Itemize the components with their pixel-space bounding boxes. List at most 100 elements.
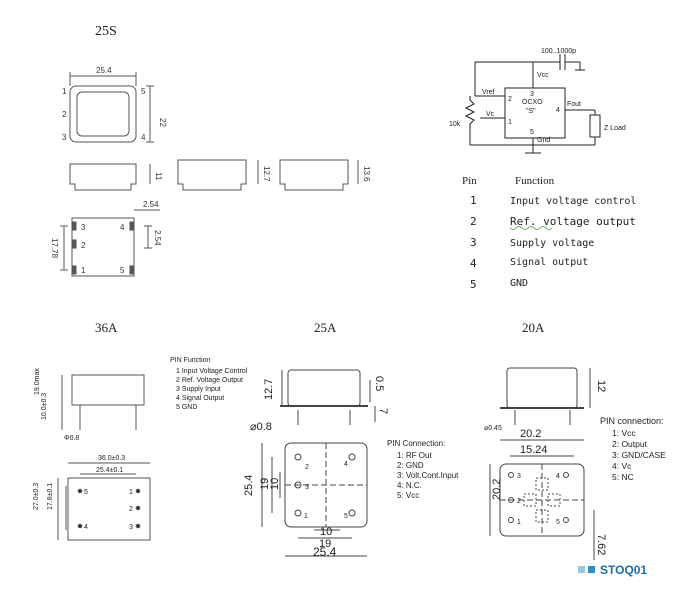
s25-top-view — [69, 72, 154, 143]
s-label: "S" — [526, 108, 536, 115]
a25-pin-3: 3 — [305, 484, 309, 491]
a25-pin-item: 3: Volt.Cont.Input — [397, 471, 459, 480]
s25-top-width: 25.4 — [96, 66, 112, 75]
s25-bottom-pin-4: 4 — [120, 223, 125, 232]
table-row-function: Ref. voltage output — [510, 215, 636, 228]
sch-pin-2: 2 — [508, 96, 512, 103]
s25-bottom-dim-left: 17.78 — [50, 238, 59, 259]
a36-pin-4: 4 — [84, 524, 88, 531]
res-label: 10k — [449, 121, 461, 128]
s25-bottom-dim-right: 2.54 — [153, 230, 162, 246]
s25-bottom-pin-5: 5 — [120, 266, 125, 275]
heading-36a: 36A — [95, 320, 118, 335]
a20-side: 20.2 — [491, 479, 503, 500]
a25-inner1: 19 — [259, 478, 271, 490]
a20-pin-legend: PIN connection: 1: Vcc 2: Output 3: GND/… — [600, 416, 666, 482]
s25-pin-2: 2 — [62, 110, 67, 119]
sch-pin-1: 1 — [508, 119, 512, 126]
a25-pin-legend: PIN Connection: 1: RF Out 2: GND 3: Volt… — [387, 439, 459, 500]
a36-width: 36.0±0.3 — [98, 455, 125, 462]
a25-pin-4: 4 — [344, 461, 348, 468]
table-row-function: Signal output — [510, 257, 588, 268]
a36-pin-1: 1 — [129, 489, 133, 496]
a25-pin-2: 2 — [305, 464, 309, 471]
spellcheck-underline — [509, 226, 553, 230]
sch-pin-5: 5 — [530, 129, 534, 136]
a20-side-view — [500, 367, 591, 425]
table-row-pin: 3 — [470, 236, 477, 249]
a36-pin-dia: Φ0.8 — [64, 435, 79, 442]
s25-side-h1: 11 — [154, 172, 163, 181]
pin-table: Pin Function 1 Input voltage control 2 R… — [462, 175, 636, 291]
a25-dia: ⌀0.8 — [250, 421, 272, 433]
table-row-function: Supply voltage — [510, 238, 594, 249]
a36-inner: 17.8±0.1 — [47, 483, 54, 510]
a25-pin-item: 2: GND — [397, 461, 424, 470]
fout-label: Fout — [567, 101, 581, 108]
a36-pin-item: 4 Signal Output — [176, 395, 224, 402]
a25-pin-item: 4: N.C. — [397, 481, 422, 490]
s25-bottom-pin-3: 3 — [81, 223, 86, 232]
s25-pin-3: 3 — [62, 133, 67, 142]
a25-h1: 12.7 — [263, 379, 275, 400]
a36-depth: 27.0±0.3 — [33, 483, 40, 510]
s25-bottom-dim-top: 2.54 — [143, 200, 159, 209]
a36-pin-legend: PIN Function 1 Input Voltage Control 2 R… — [170, 357, 248, 411]
a25-bottom-view — [261, 442, 368, 557]
a36-pin-item: 3 Supply Input — [176, 386, 221, 393]
pin-header: Pin — [462, 175, 477, 187]
a20-dia: ⌀0.45 — [484, 425, 502, 432]
a20-pin-item: 3: GND/CASE — [612, 450, 666, 460]
a25-bottom1: 10 — [320, 526, 332, 538]
a25-side: 25.4 — [243, 475, 255, 496]
a36-lead: 10.0±0.3 — [41, 393, 48, 420]
a20-small: 7.62 — [595, 534, 607, 555]
s25-pin-1: 1 — [62, 87, 67, 96]
s25-bottom-view — [60, 209, 160, 277]
a20-pin-4: 4 — [556, 473, 560, 480]
a25-side-view — [280, 369, 376, 425]
a20-pin-item: 2: Output — [612, 439, 648, 449]
a25-inner2: 10 — [269, 478, 281, 490]
a20-pin-3: 3 — [517, 473, 521, 480]
gnd-label: Gnd — [537, 137, 550, 144]
a36-side-view — [61, 374, 145, 430]
a20-w1: 20.2 — [520, 428, 541, 440]
a36-bottom-view — [57, 462, 151, 541]
a20-pin-item: 4: Vc — [612, 461, 632, 471]
s25-side-h2: 12.7 — [262, 166, 271, 182]
a20-pin-1: 1 — [517, 519, 521, 526]
watermark-text: STOQ01 — [600, 563, 647, 577]
a25-pin-item: 1: RF Out — [397, 451, 432, 460]
a20-pin-item: 1: Vcc — [612, 428, 636, 438]
a36-height: 19.0max — [34, 368, 41, 395]
a20-pin-item: 5: NC — [612, 472, 634, 482]
a25-pin-title: PIN Connection: — [387, 439, 445, 448]
table-row-pin: 2 — [470, 215, 477, 228]
a25-h2: 0.5 — [373, 376, 385, 391]
a25-pin-1: 1 — [304, 513, 308, 520]
vc-label: Vc — [486, 111, 495, 118]
function-header: Function — [515, 175, 555, 187]
s25-pin-5: 5 — [141, 87, 146, 96]
ocxo-schematic — [464, 54, 601, 154]
a36-pin-5: 5 — [84, 489, 88, 496]
table-row-pin: 4 — [470, 257, 477, 270]
a25-bottom3: 25.4 — [313, 545, 337, 559]
sch-pin-3: 3 — [530, 91, 534, 98]
a25-pin-item: 5: Vcc — [397, 491, 419, 500]
s25-side-h3: 13.6 — [362, 166, 371, 182]
a36-pitch: 25.4±0.1 — [96, 467, 123, 474]
a36-pin-3: 3 — [129, 524, 133, 531]
s25-bottom-pin-1: 1 — [81, 266, 86, 275]
a36-pin-item: 5 GND — [176, 404, 197, 411]
sch-pin-4: 4 — [556, 107, 560, 114]
vcc-label: Vcc — [537, 72, 549, 79]
cap-label: 100..1000p — [541, 48, 576, 55]
s25-top-height: 22 — [158, 118, 167, 127]
a20-bottom-view — [489, 439, 595, 560]
vref-label: Vref — [482, 89, 495, 96]
ocxo-label: OCXO — [522, 99, 543, 106]
a25-bottom2: 19 — [319, 538, 331, 550]
a36-pin-item: 1 Input Voltage Control — [176, 368, 248, 375]
